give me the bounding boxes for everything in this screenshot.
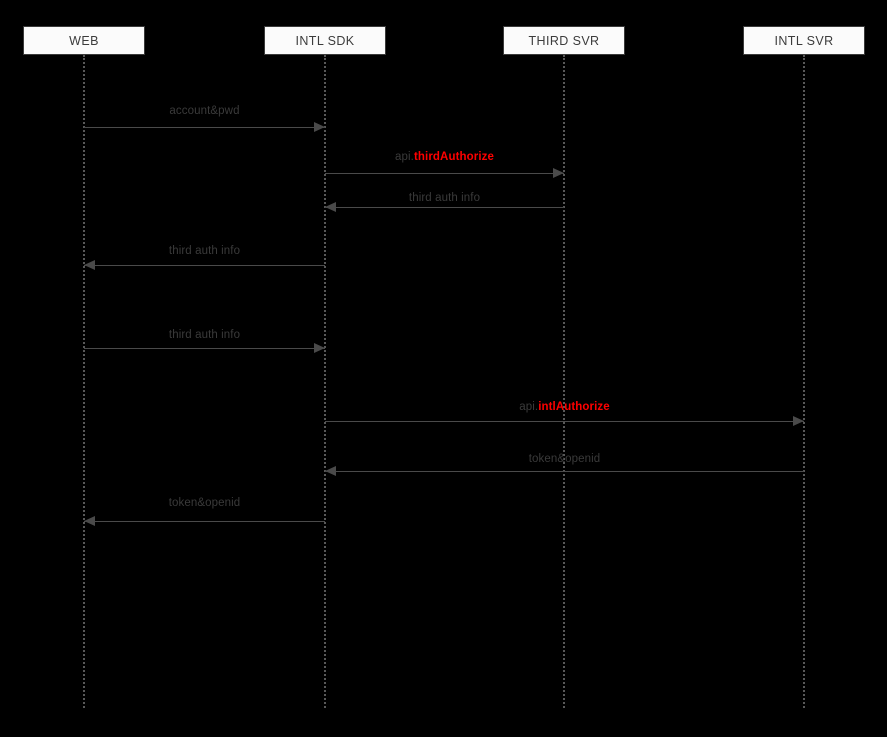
message-label-5: third auth info xyxy=(169,329,240,341)
message-label-text-1: account&pwd xyxy=(169,105,240,117)
message-arrowhead-3 xyxy=(325,202,336,212)
message-label-7: token&openid xyxy=(529,453,601,465)
message-line-2 xyxy=(325,173,564,174)
message-label-text-7: token&openid xyxy=(528,453,601,465)
message-line-8 xyxy=(84,521,325,522)
message-label-text-3: third auth info xyxy=(408,192,481,204)
message-label-8: token&openid xyxy=(169,497,241,509)
message-label-text-8: token&openid xyxy=(168,497,241,509)
actor-box-intl_sdk[interactable]: INTL SDK xyxy=(264,26,386,55)
message-line-7 xyxy=(325,471,804,472)
lifeline-web xyxy=(83,55,85,708)
lifeline-intl_sdk xyxy=(324,55,326,708)
actor-box-intl_svr[interactable]: INTL SVR xyxy=(743,26,865,55)
message-api-prefix-2: api. xyxy=(395,151,414,163)
actor-box-third_svr[interactable]: THIRD SVR xyxy=(503,26,625,55)
message-api-name-2: thirdAuthorize xyxy=(413,151,494,163)
message-label-4: third auth info xyxy=(169,245,240,257)
actor-label-web: WEB xyxy=(69,33,99,48)
lifeline-intl_svr xyxy=(803,55,805,708)
message-arrowhead-1 xyxy=(314,122,325,132)
message-line-3 xyxy=(325,207,564,208)
actor-box-web[interactable]: WEB xyxy=(23,26,145,55)
message-line-5 xyxy=(84,348,325,349)
actor-label-intl_sdk: INTL SDK xyxy=(295,33,355,48)
message-line-6 xyxy=(325,421,804,422)
actor-label-intl_svr: INTL SVR xyxy=(774,33,834,48)
message-arrowhead-5 xyxy=(314,343,325,353)
actor-label-third_svr: THIRD SVR xyxy=(528,33,600,48)
message-label-3: third auth info xyxy=(409,192,480,204)
lifeline-third_svr xyxy=(563,55,565,708)
message-arrowhead-2 xyxy=(553,168,564,178)
message-arrowhead-7 xyxy=(325,466,336,476)
message-arrowhead-6 xyxy=(793,416,804,426)
message-label-1: account&pwd xyxy=(169,105,239,117)
message-label-6: api.intlAuthorize xyxy=(519,401,610,413)
message-api-prefix-6: api. xyxy=(519,401,539,413)
message-arrowhead-4 xyxy=(84,260,95,270)
message-label-text-4: third auth info xyxy=(168,245,241,257)
message-arrowhead-8 xyxy=(84,516,95,526)
message-line-4 xyxy=(84,265,325,266)
message-label-2: api.thirdAuthorize xyxy=(395,151,494,163)
message-api-name-6: intlAuthorize xyxy=(538,401,610,413)
message-label-text-5: third auth info xyxy=(168,329,241,341)
message-line-1 xyxy=(84,127,325,128)
